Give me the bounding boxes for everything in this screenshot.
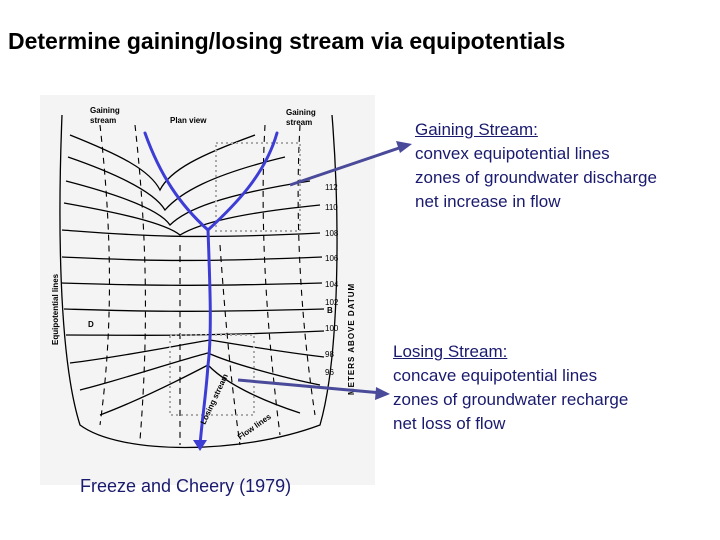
gaining-stream-heading: Gaining Stream: (415, 120, 538, 139)
gaining-left-line1: Gaining (90, 106, 120, 115)
equipotential-line (61, 256, 323, 262)
gaining-note-line: convex equipotential lines (415, 144, 610, 163)
contour-label: 100 (325, 324, 339, 333)
equipotential-line (63, 308, 325, 312)
equipotential-line (65, 180, 311, 227)
contour-label: 108 (325, 229, 339, 238)
equipotential-line (67, 156, 286, 212)
equipotential-line (65, 330, 325, 336)
contour-label: 106 (325, 254, 339, 263)
contour-label: 96 (325, 368, 334, 377)
stream-arrowhead (193, 440, 207, 451)
equipotential-line (61, 229, 321, 238)
losing-note-line: net loss of flow (393, 414, 506, 433)
gaining-stream-right (206, 131, 279, 232)
losing-box (169, 334, 255, 416)
gaining-right-line1: Gaining (286, 108, 316, 117)
gaining-right-line2: stream (286, 118, 312, 127)
b-label: B (327, 306, 333, 315)
gaining-box (215, 142, 301, 232)
contour-label: 102 (325, 298, 339, 307)
losing-note-line: zones of groundwater recharge (393, 390, 629, 409)
figure-caption: Freeze and Cheery (1979) (80, 476, 292, 496)
contour-label: 104 (325, 280, 339, 289)
losing-stream-note: Losing Stream: concave equipotential lin… (393, 340, 628, 436)
flow-line (134, 124, 146, 441)
gaining-left-line2: stream (90, 116, 116, 125)
flow-net-figure: Gaining stream Gaining stream Plan view … (40, 95, 375, 485)
equipotential-lines-label: Equipotential lines (51, 273, 60, 345)
contour-label: 110 (325, 203, 338, 212)
equipotential-line (61, 282, 323, 286)
flow-line (219, 244, 241, 446)
contour-label: 112 (325, 183, 338, 192)
equipotential-line (63, 202, 321, 236)
main-stream (198, 228, 212, 447)
flow-line (99, 124, 111, 426)
equipotential-line (69, 134, 256, 192)
gaining-stream-note: Gaining Stream: convex equipotential lin… (415, 118, 657, 214)
losing-stream-heading: Losing Stream: (393, 342, 508, 361)
datum-label: METERS ABOVE DATUM (347, 283, 356, 395)
gaining-note-line: zones of groundwater discharge (415, 168, 657, 187)
d-label: D (88, 320, 94, 329)
gaining-note-line: net increase in flow (415, 192, 561, 211)
gaining-stream-left (143, 131, 210, 232)
losing-note-line: concave equipotential lines (393, 366, 598, 385)
slide-title: Determine gaining/losing stream via equi… (8, 28, 566, 54)
plan-view-label: Plan view (170, 116, 207, 125)
contour-label: 98 (325, 350, 334, 359)
